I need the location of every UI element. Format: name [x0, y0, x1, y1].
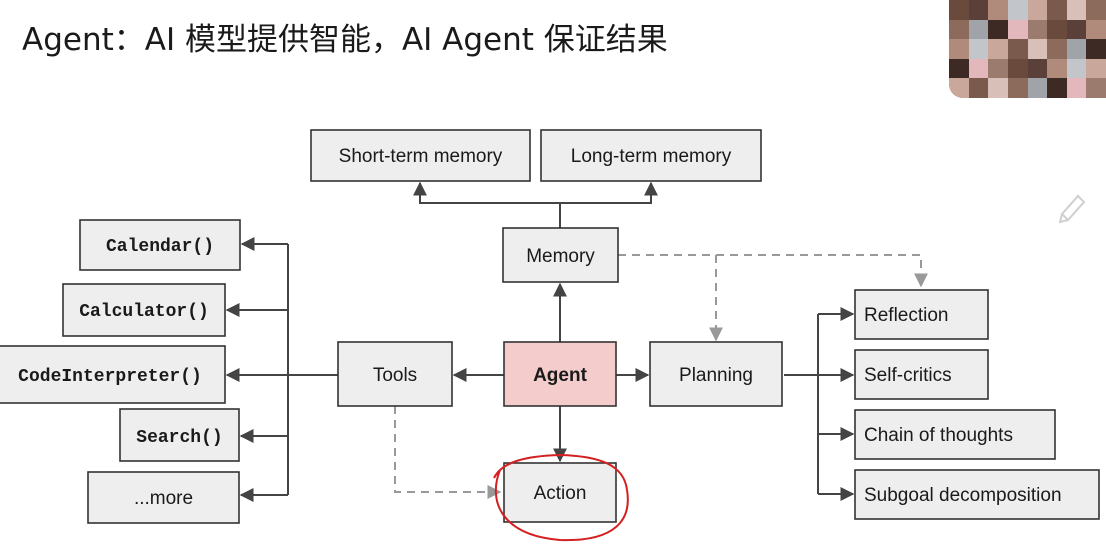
edge-dashed-tools-action	[394, 406, 502, 499]
pencil-icon[interactable]	[1058, 194, 1086, 224]
node-label: Long-term memory	[571, 146, 732, 167]
node-memory: Memory	[502, 227, 619, 283]
node-calculator: Calculator()	[62, 283, 226, 337]
node-label: Chain of thoughts	[864, 425, 1013, 446]
node-label: Planning	[679, 365, 753, 386]
edge-memory-up	[413, 181, 561, 228]
node-label: CodeInterpreter()	[18, 367, 202, 387]
node-label: Calculator()	[79, 302, 209, 322]
annotation-circle	[493, 453, 629, 542]
node-short-term-memory: Short-term memory	[310, 129, 531, 182]
edge-memory-long	[560, 181, 658, 204]
node-label: Search()	[136, 428, 222, 448]
node-long-term-memory: Long-term memory	[540, 129, 762, 182]
node-label: Tools	[373, 365, 417, 386]
node-label: Subgoal decomposition	[864, 485, 1062, 506]
node-self-critics: Self-critics	[854, 349, 989, 400]
edge-dashed-memory-reflection	[618, 254, 928, 288]
node-search: Search()	[119, 408, 240, 462]
node-label: Agent	[533, 365, 588, 386]
slide-title: Agent：AI 模型提供智能，AI Agent 保证结果	[22, 22, 668, 58]
node-more: ...more	[87, 471, 240, 524]
node-action: Action	[503, 462, 617, 523]
node-code-interpreter: CodeInterpreter()	[0, 345, 226, 404]
node-tools: Tools	[337, 341, 453, 407]
node-calendar: Calendar()	[79, 219, 241, 271]
node-label: Calendar()	[106, 237, 214, 257]
node-planning: Planning	[649, 341, 783, 407]
node-label: Reflection	[864, 305, 949, 326]
node-label: ...more	[134, 488, 193, 509]
node-chain-of-thoughts: Chain of thoughts	[854, 409, 1056, 460]
node-agent: Agent	[503, 341, 617, 407]
webcam-thumbnail	[949, 0, 1106, 98]
node-reflection: Reflection	[854, 289, 989, 340]
node-label: Self-critics	[864, 365, 952, 386]
node-label: Action	[534, 483, 587, 504]
node-label: Short-term memory	[339, 146, 503, 167]
node-label: Memory	[526, 246, 595, 267]
connectors	[225, 181, 928, 502]
node-subgoal-decomposition: Subgoal decomposition	[854, 469, 1100, 520]
